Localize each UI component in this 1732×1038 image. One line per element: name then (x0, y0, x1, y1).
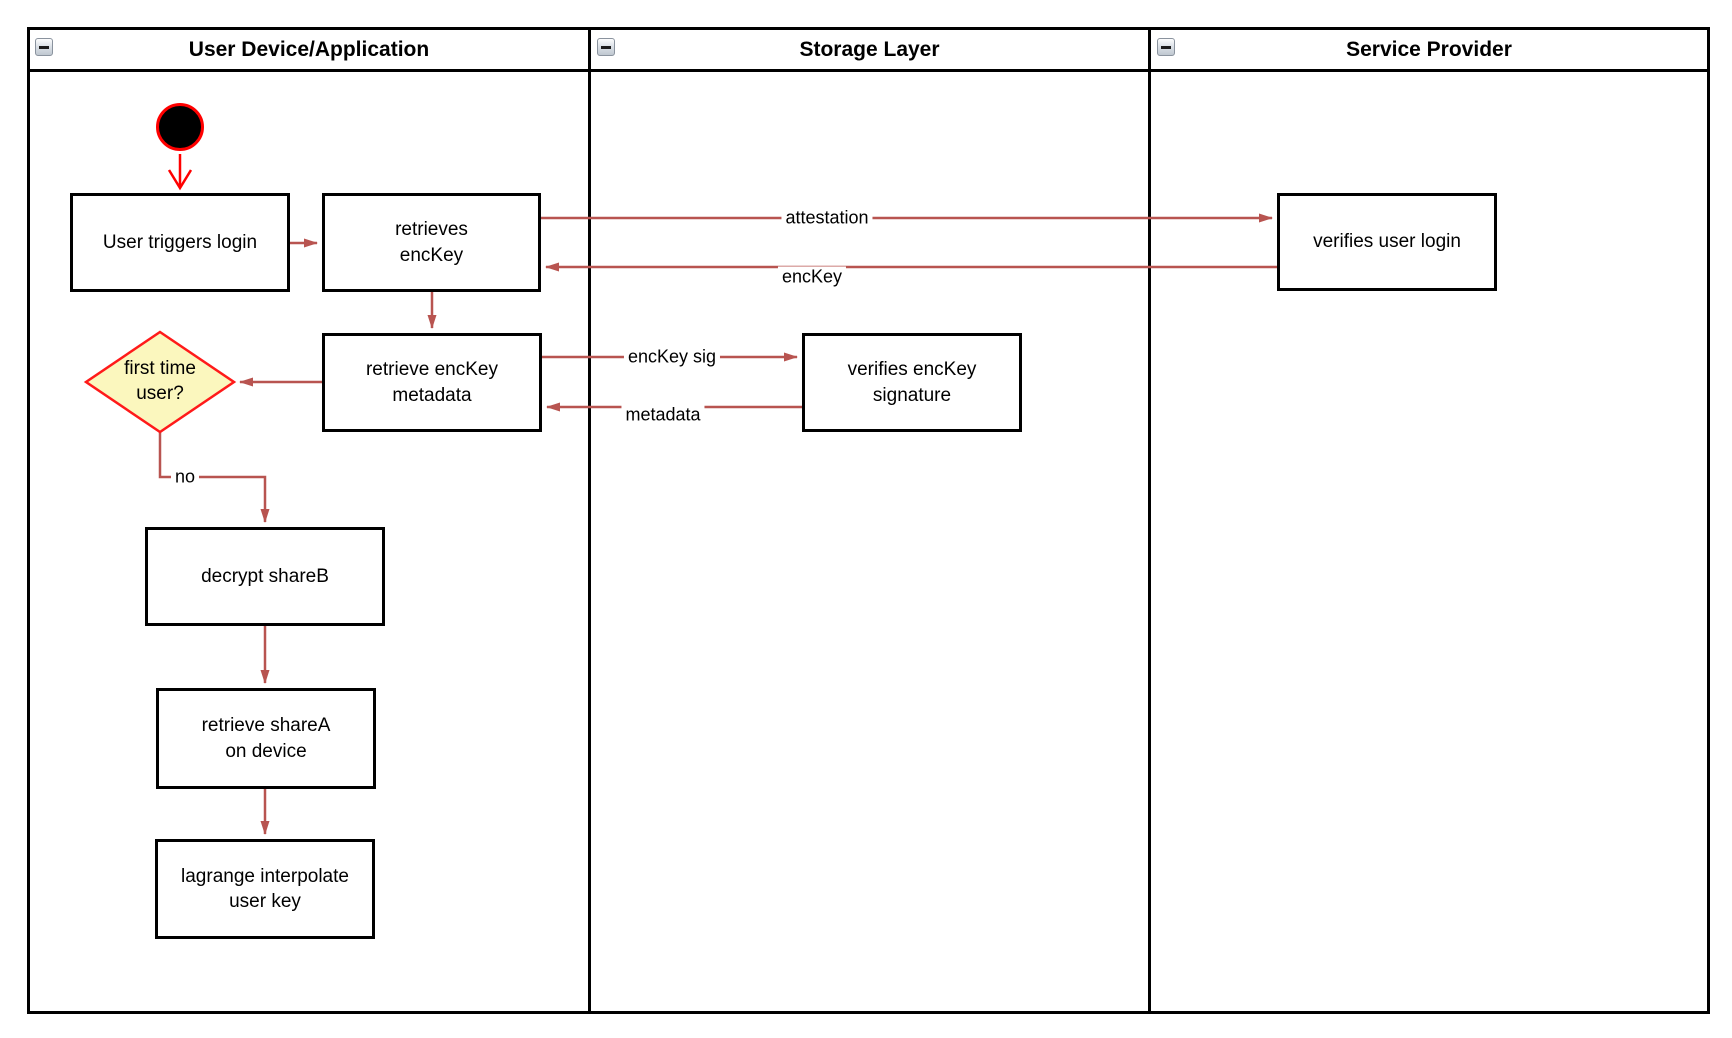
minus-icon (601, 45, 611, 49)
edge-label-metadata: metadata (621, 404, 705, 426)
start-node[interactable] (156, 103, 204, 151)
activity-retrieves-enckey[interactable]: retrieves encKey (322, 193, 541, 292)
collapse-minus-icon[interactable] (35, 38, 53, 56)
edge-label-attestation: attestation (781, 207, 873, 229)
lane-title-storage-layer: Storage Layer (799, 38, 940, 61)
activity-retrieve-enckey-metadata[interactable]: retrieve encKey metadata (322, 333, 542, 432)
activity-user-triggers-login[interactable]: User triggers login (70, 193, 290, 292)
activity-retrieve-sharea[interactable]: retrieve shareA on device (156, 688, 376, 789)
minus-icon (39, 45, 49, 49)
collapse-minus-icon[interactable] (597, 38, 615, 56)
lane-separator-2 (1148, 27, 1151, 1014)
edge-label-enckey-sig: encKey sig (623, 346, 721, 368)
activity-verifies-user-login[interactable]: verifies user login (1277, 193, 1497, 291)
activity-decrypt-shareb[interactable]: decrypt shareB (145, 527, 385, 626)
edge-label-no: no (170, 466, 200, 488)
collapse-minus-icon[interactable] (1157, 38, 1175, 56)
pool-frame (27, 27, 1710, 1014)
edge-label-enckey: encKey (777, 266, 847, 288)
decision-label-first-time-user: first time user? (124, 358, 196, 404)
lane-title-user-device: User Device/Application (188, 38, 430, 61)
activity-verifies-enckey-signature[interactable]: verifies encKey signature (802, 333, 1022, 432)
lane-header-separator (27, 69, 1710, 72)
lane-separator-1 (588, 27, 591, 1014)
lane-title-service-provider: Service Provider (1346, 38, 1512, 61)
minus-icon (1161, 45, 1171, 49)
activity-lagrange-interpolate[interactable]: lagrange interpolate user key (155, 839, 375, 939)
